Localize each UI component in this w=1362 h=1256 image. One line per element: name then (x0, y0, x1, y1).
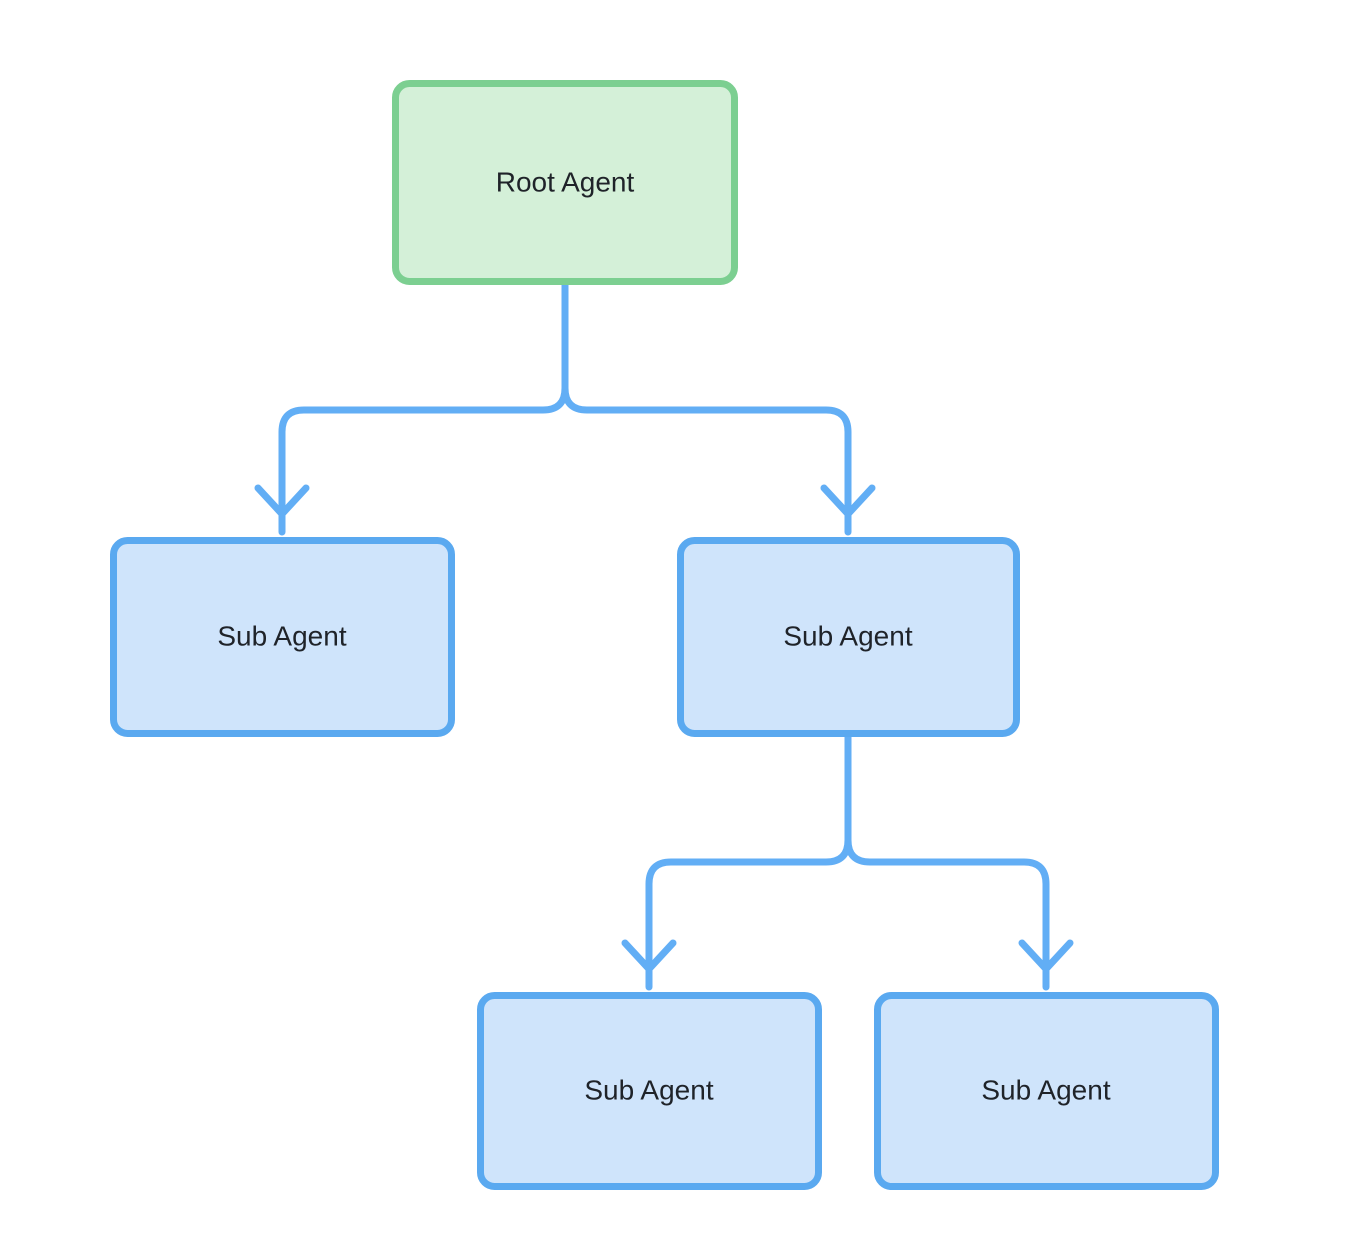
edge-connector (254, 281, 569, 536)
arrowhead-icon (621, 939, 677, 973)
node-sub-agent-3[interactable]: Sub Agent (477, 992, 822, 1190)
node-box[interactable] (477, 992, 822, 1190)
arrowhead-icon (1018, 939, 1074, 973)
edge-line (278, 281, 569, 536)
node-label: Sub Agent (584, 1074, 713, 1105)
node-box[interactable] (392, 80, 738, 285)
node-label: Sub Agent (217, 620, 346, 651)
arrowhead-icon (820, 484, 876, 518)
edge-line (844, 733, 1050, 991)
edge-line (561, 281, 852, 536)
node-sub-agent-2[interactable]: Sub Agent (677, 537, 1020, 737)
edge-connector (844, 733, 1074, 991)
edge-connector (561, 281, 876, 536)
edges-layer (254, 281, 1074, 991)
edge-connector (621, 733, 852, 991)
edge-line (645, 733, 852, 991)
arrowhead-icon (254, 484, 310, 518)
node-sub-agent-4[interactable]: Sub Agent (874, 992, 1219, 1190)
node-box[interactable] (110, 537, 455, 737)
node-box[interactable] (874, 992, 1219, 1190)
node-root-agent[interactable]: Root Agent (392, 80, 738, 285)
node-box[interactable] (677, 537, 1020, 737)
node-sub-agent-1[interactable]: Sub Agent (110, 537, 455, 737)
node-label: Sub Agent (981, 1074, 1110, 1105)
node-label: Root Agent (496, 166, 635, 197)
node-label: Sub Agent (783, 620, 912, 651)
